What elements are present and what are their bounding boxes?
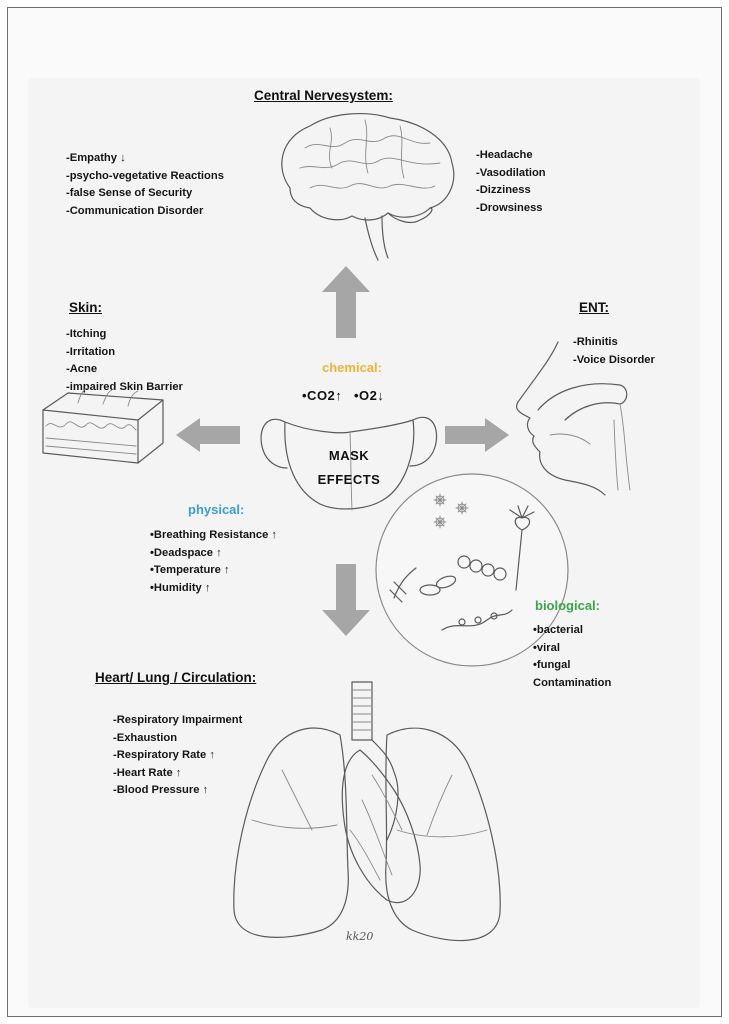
physical-item: •Temperature ↑ [150, 564, 230, 576]
heart-lung-item: -Heart Rate ↑ [113, 766, 182, 779]
head-profile-illustration [516, 341, 631, 496]
skin-item: -Itching [66, 328, 107, 340]
heart-lung-item: -Respiratory Rate ↑ [113, 749, 215, 761]
cns-right-list: -Headache -Vasodilation -Dizziness -Drow… [476, 147, 546, 217]
heart-lung-list: -Respiratory Impairment -Exhaustion -Res… [113, 712, 242, 800]
heart-lung-item: -Exhaustion [113, 731, 178, 744]
cns-left-item: -false Sense of Security [66, 187, 193, 199]
physical-heading: physical: [188, 502, 245, 517]
physical-list: •Breathing Resistance ↑ •Deadspace ↑ •Te… [150, 527, 277, 597]
physical-item: •Breathing Resistance ↑ [150, 529, 278, 541]
mask-label-line2: EFFECTS [317, 472, 381, 487]
biological-item: •viral [533, 641, 560, 654]
cns-left-item: -Communication Disorder [66, 204, 204, 217]
skin-item: -Irritation [66, 345, 116, 358]
physical-item: •Humidity ↑ [150, 581, 211, 594]
ent-heading: ENT: [579, 300, 609, 315]
skin-item: -impaired Skin Barrier [66, 380, 183, 393]
biological-item: Contamination [533, 676, 612, 689]
cns-left-list: -Empathy ↓ -psycho-vegetative Reactions … [66, 150, 224, 220]
ent-item: -Rhinitis [573, 336, 618, 348]
cns-right-item: -Vasodilation [476, 166, 546, 179]
microbes-illustration [375, 473, 569, 667]
biological-item: •fungal [533, 659, 571, 671]
cns-heading: Central Nervesystem: [254, 88, 393, 103]
o2-label: •O2↓ [354, 388, 385, 403]
mask-label-line1: MASK [328, 448, 370, 463]
skin-item: -Acne [66, 363, 98, 375]
artist-signature: kk20 [346, 930, 374, 943]
chemical-heading: chemical: [322, 360, 382, 375]
biological-list: •bacterial •viral •fungal Contamination [533, 622, 611, 692]
biological-item: •bacterial [533, 624, 583, 636]
arrow-down-icon [322, 564, 370, 636]
brain-illustration [281, 113, 455, 261]
cns-right-item: -Headache [476, 149, 533, 161]
ent-item: -Voice Disorder [573, 353, 655, 366]
ent-list: -Rhinitis -Voice Disorder [573, 334, 655, 369]
heart-lung-item: -Blood Pressure ↑ [113, 784, 209, 796]
cns-right-item: -Drowsiness [476, 201, 543, 214]
skin-heading: Skin: [69, 300, 103, 315]
skin-list: -Itching -Irritation -Acne -impaired Ski… [66, 326, 183, 396]
lungs-heart-illustration [233, 681, 501, 942]
cns-right-item: -Dizziness [476, 184, 531, 196]
co2-label: •CO2↑ [302, 388, 343, 403]
biological-heading: biological: [535, 598, 600, 613]
mask-illustration [260, 416, 438, 511]
cns-left-item: -Empathy ↓ [66, 152, 126, 164]
cns-left-item: -psycho-vegetative Reactions [66, 169, 224, 182]
heart-lung-item: -Respiratory Impairment [113, 714, 243, 726]
arrow-left-icon [176, 418, 240, 452]
arrow-right-icon [445, 418, 509, 452]
heart-lung-heading: Heart/ Lung / Circulation: [95, 670, 257, 685]
skin-illustration [42, 387, 164, 464]
physical-item: •Deadspace ↑ [150, 546, 222, 559]
background-panel [28, 78, 700, 1008]
arrow-up-icon [322, 266, 370, 338]
